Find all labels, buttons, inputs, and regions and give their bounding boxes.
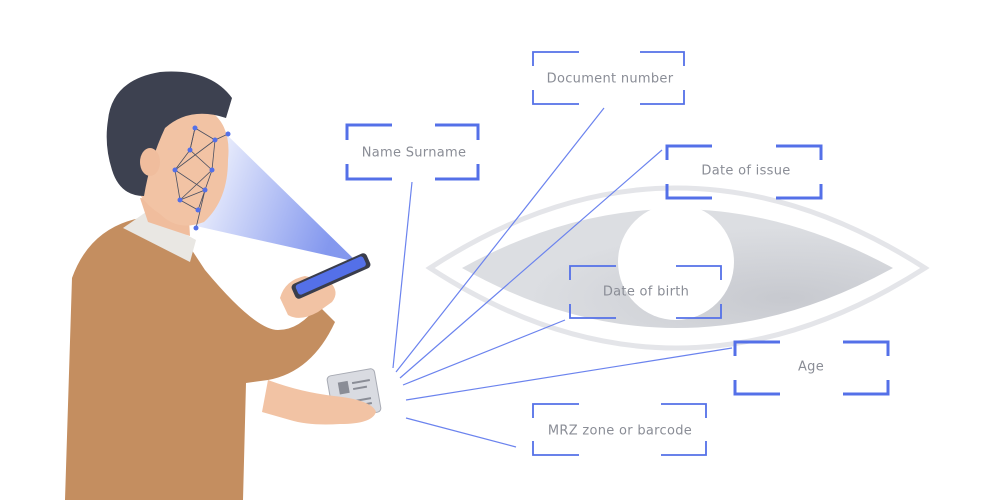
face-scan-beam xyxy=(196,133,357,262)
label-date-of-issue: Date of issue xyxy=(701,163,791,179)
face-mesh-points xyxy=(172,125,231,231)
frame-date-of-issue xyxy=(665,144,823,200)
frame-name-surname xyxy=(345,123,480,181)
label-name-surname: Name Surname xyxy=(361,145,467,161)
person-illustration xyxy=(65,71,382,500)
connector-lines xyxy=(392,107,733,448)
sweater xyxy=(65,218,335,500)
phone-icon xyxy=(291,253,371,299)
label-frames xyxy=(345,51,890,456)
hair xyxy=(106,71,232,196)
frame-age xyxy=(733,340,890,396)
card-hand xyxy=(262,380,376,425)
frame-document-number xyxy=(532,51,685,105)
label-age: Age xyxy=(797,359,825,375)
label-mrz-zone: MRZ zone or barcode xyxy=(547,423,693,439)
shirt-collar xyxy=(123,212,196,262)
label-date-of-birth: Date of birth xyxy=(602,284,690,300)
frame-mrz-zone xyxy=(532,403,707,456)
eye-pupil xyxy=(618,204,734,320)
frame-date-of-birth xyxy=(569,265,722,319)
eye-graphic xyxy=(425,185,930,351)
label-document-number: Document number xyxy=(546,71,674,87)
ear xyxy=(140,148,160,176)
eye-outline xyxy=(425,185,930,351)
